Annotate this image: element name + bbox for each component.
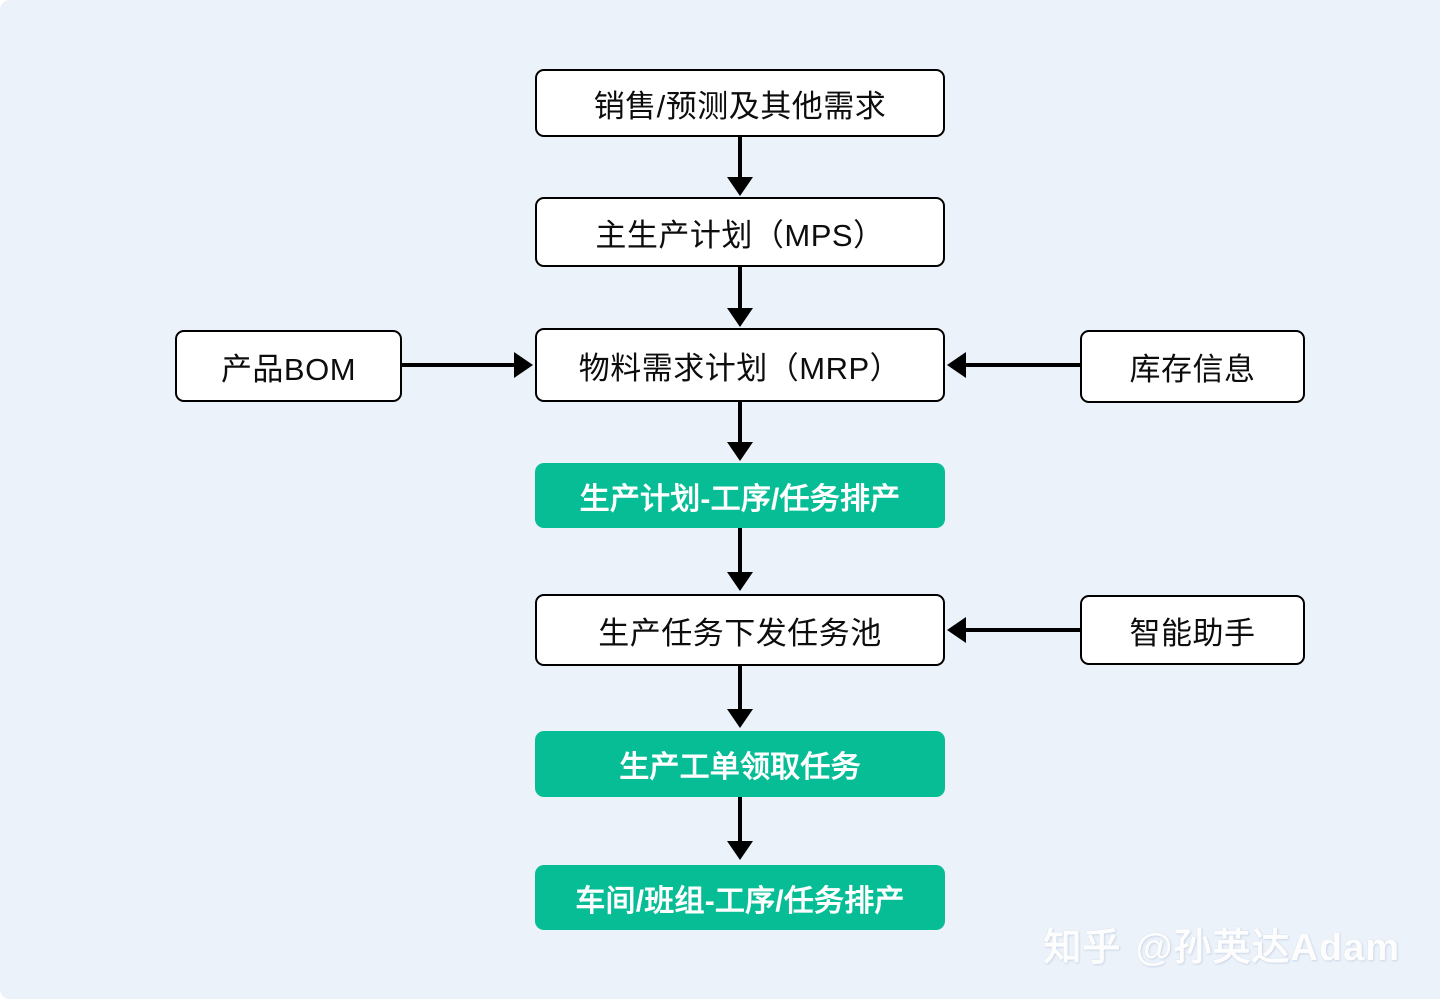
edge-taskpool-workorder-arrow	[727, 709, 753, 728]
edge-assistant-taskpool-line	[965, 628, 1082, 632]
edge-bom-mrp-line	[402, 363, 515, 367]
edge-demand-mps-line	[738, 135, 742, 181]
node-material-requirement-planning[interactable]: 物料需求计划（MRP）	[535, 328, 945, 402]
edge-inventory-mrp-arrow	[947, 352, 966, 378]
node-work-order-claim-task[interactable]: 生产工单领取任务	[535, 731, 945, 797]
node-inventory-info[interactable]: 库存信息	[1080, 330, 1305, 403]
edge-demand-mps-arrow	[727, 177, 753, 196]
edge-prodplan-taskpool-arrow	[727, 572, 753, 591]
watermark: 知乎 @孙英达Adam	[1043, 916, 1400, 971]
node-product-bom[interactable]: 产品BOM	[175, 330, 402, 402]
edge-inventory-mrp-line	[965, 363, 1082, 367]
node-master-production-schedule[interactable]: 主生产计划（MPS）	[535, 197, 945, 267]
node-intelligent-assistant[interactable]: 智能助手	[1080, 595, 1305, 665]
edge-assistant-taskpool-arrow	[947, 617, 966, 643]
watermark-handle: @孙英达Adam	[1135, 927, 1400, 969]
watermark-logo: 知乎	[1043, 927, 1122, 969]
node-workshop-team-process-task-scheduling[interactable]: 车间/班组-工序/任务排产	[535, 865, 945, 930]
edge-taskpool-workorder-line	[738, 666, 742, 710]
edge-bom-mrp-arrow	[514, 352, 533, 378]
edge-mrp-prodplan-line	[738, 401, 742, 443]
edge-mrp-prodplan-arrow	[727, 442, 753, 461]
edge-workorder-shopfloor-arrow	[727, 841, 753, 860]
edge-workorder-shopfloor-line	[738, 797, 742, 842]
edge-mps-mrp-line	[738, 266, 742, 310]
edge-mps-mrp-arrow	[727, 308, 753, 327]
edge-prodplan-taskpool-line	[738, 528, 742, 573]
node-sales-forecast-demand[interactable]: 销售/预测及其他需求	[535, 69, 945, 137]
node-production-plan-process-task-scheduling[interactable]: 生产计划-工序/任务排产	[535, 463, 945, 528]
node-production-task-pool[interactable]: 生产任务下发任务池	[535, 594, 945, 666]
